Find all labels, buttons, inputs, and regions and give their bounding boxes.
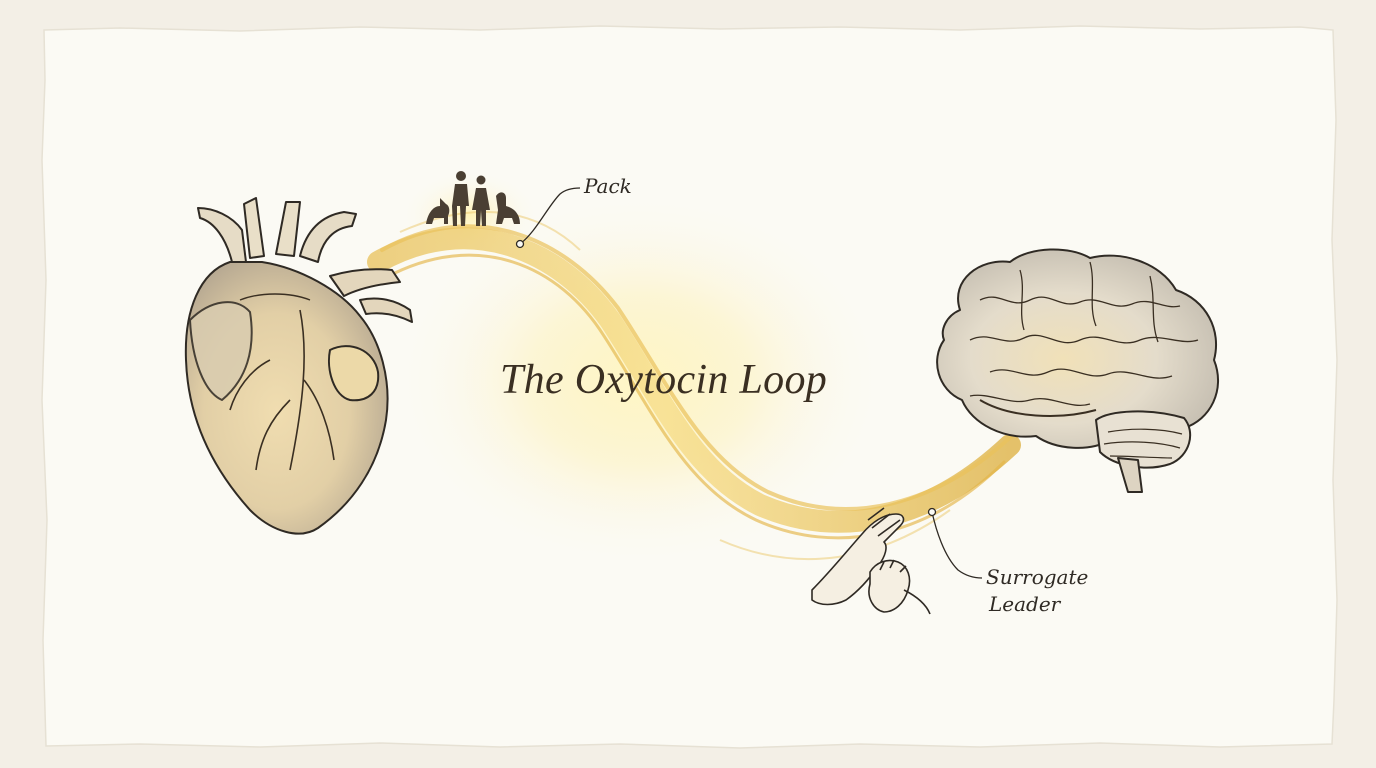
surrogate-leader-callout-line [927, 507, 983, 579]
surrogate-leader-label: Surrogate Leader [986, 564, 1088, 618]
family-with-dogs-icon [426, 171, 520, 226]
hand-and-paw-icon [811, 507, 931, 615]
anatomical-heart-icon [184, 197, 413, 535]
surrogate-leader-label-line1: Surrogate [986, 565, 1089, 589]
surrogate-leader-label-line2: Leader [989, 592, 1061, 616]
diagram-title: The Oxytocin Loop [500, 357, 828, 403]
pack-callout-line [515, 187, 581, 249]
pack-label: Pack [584, 174, 632, 198]
human-brain-icon [936, 248, 1219, 493]
